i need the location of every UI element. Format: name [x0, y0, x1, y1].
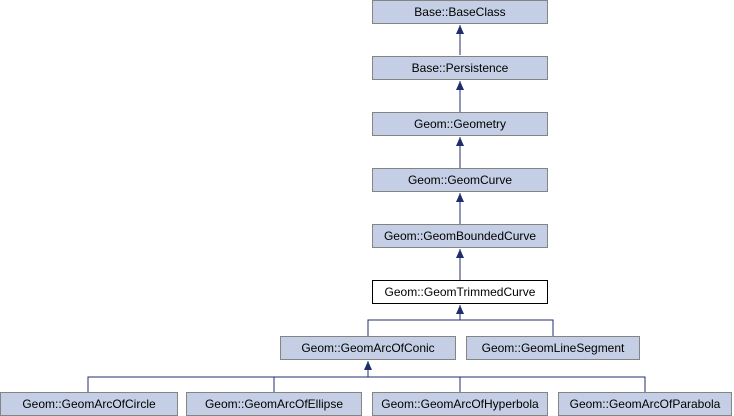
node-geom-arc-of-parabola[interactable]: Geom::GeomArcOfParabola	[558, 392, 732, 416]
edge-geom-arc-of-circle-to-geom-arc-of-conic	[87, 361, 372, 392]
node-geom-bounded-curve[interactable]: Geom::GeomBoundedCurve	[372, 224, 548, 248]
node-geom-arc-of-hyperbola[interactable]: Geom::GeomArcOfHyperbola	[372, 392, 548, 416]
node-base-class[interactable]: Base::BaseClass	[372, 0, 548, 24]
node-geom-arc-of-circle[interactable]: Geom::GeomArcOfCircle	[0, 392, 178, 416]
node-geom-trimmed-curve: Geom::GeomTrimmedCurve	[372, 280, 548, 304]
edge-geom-line-segment-to-geom-trimmed-curve	[460, 319, 554, 336]
node-geom-arc-of-conic[interactable]: Geom::GeomArcOfConic	[280, 336, 456, 360]
node-geom-curve[interactable]: Geom::GeomCurve	[372, 168, 548, 192]
edge-geom-arc-of-conic-to-geom-trimmed-curve	[367, 305, 464, 336]
edge-geom-arc-of-parabola-to-geom-arc-of-conic	[460, 376, 646, 392]
node-geometry[interactable]: Geom::Geometry	[372, 112, 548, 136]
node-geom-line-segment[interactable]: Geom::GeomLineSegment	[466, 336, 640, 360]
node-persistence[interactable]: Base::Persistence	[372, 56, 548, 80]
edge-geom-arc-of-hyperbola-to-geom-arc-of-conic	[368, 376, 461, 392]
node-geom-arc-of-ellipse[interactable]: Geom::GeomArcOfEllipse	[186, 392, 362, 416]
